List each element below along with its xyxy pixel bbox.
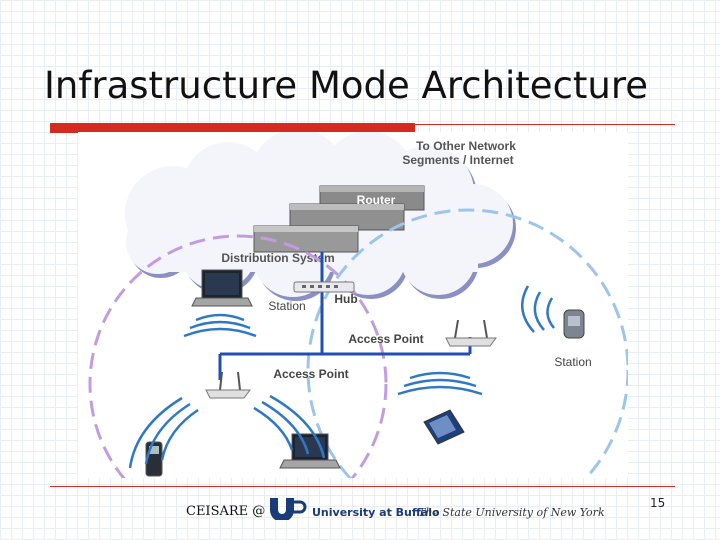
diagram-panel: To Other Network Segments / Internet Rou…: [78, 129, 630, 534]
university-name: University at Buffalo: [312, 506, 440, 519]
laptop-icon: [191, 269, 253, 307]
university-subtitle: The State University of New York: [418, 506, 605, 519]
title-underline-line: [415, 124, 675, 125]
infrastructure-diagram: To Other Network Segments / Internet Rou…: [88, 129, 630, 534]
footer-org-text: CEISARE @: [186, 504, 266, 519]
router-stack: [253, 185, 425, 253]
hub-device: [293, 281, 355, 293]
station-label-left: Station: [268, 299, 305, 313]
router-label: Router: [357, 193, 396, 207]
network-cloud: [125, 129, 516, 301]
distribution-wiring: [218, 252, 472, 380]
distribution-system-label: Distribution System: [221, 251, 334, 265]
access-point-right-icon: [445, 319, 497, 347]
page-number: 15: [650, 496, 666, 510]
pda-icon: [563, 309, 585, 339]
access-point-left-icon: [205, 371, 251, 399]
station-label-right: Station: [554, 355, 591, 369]
handheld-device-icon: [423, 409, 465, 445]
title-underline-bar: [50, 123, 415, 133]
access-point-label-right: Access Point: [348, 332, 423, 346]
hub-label: Hub: [334, 292, 357, 306]
other-networks-label-line1: To Other Network: [416, 139, 516, 153]
ub-logo-icon: [270, 498, 307, 520]
other-networks-label-line2: Segments / Internet: [402, 153, 513, 167]
slide-title: Infrastructure Mode Architecture: [44, 64, 649, 107]
cell-left-boundary: [88, 234, 388, 534]
cell-phone-icon: [145, 441, 163, 477]
footer-divider: [50, 486, 675, 487]
signal-waves: [128, 285, 555, 469]
access-point-label-left: Access Point: [273, 367, 348, 381]
